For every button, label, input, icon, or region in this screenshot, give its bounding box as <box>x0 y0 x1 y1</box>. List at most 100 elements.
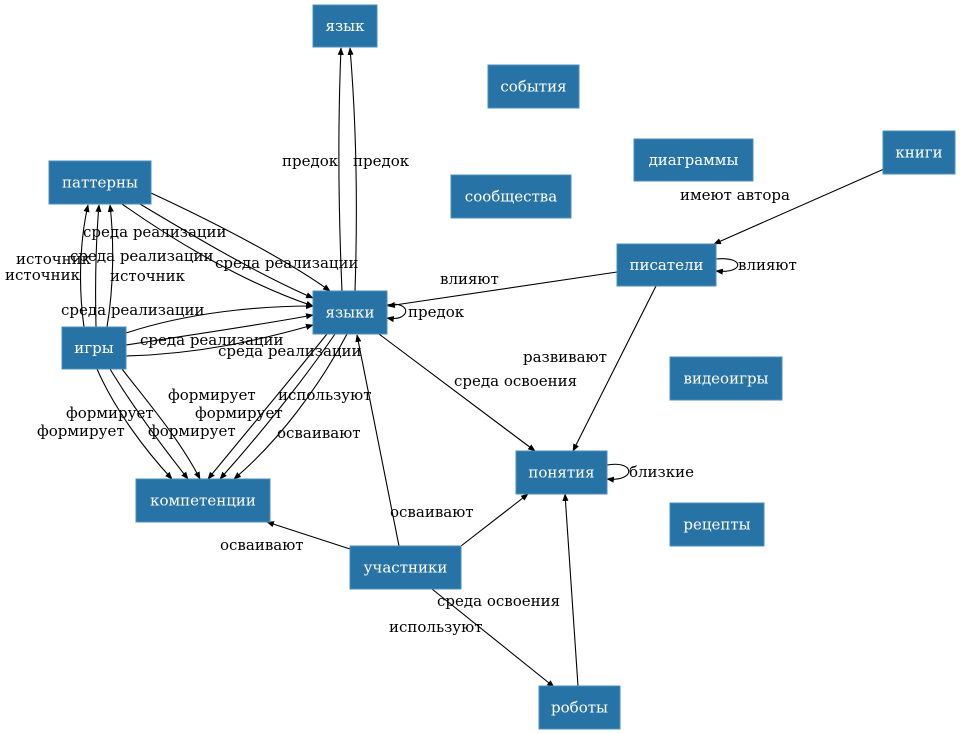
edge-label: формирует <box>66 404 154 422</box>
edge-label: среда реализации <box>70 247 214 265</box>
node-label: язык <box>326 17 366 35</box>
node-box[interactable] <box>515 450 608 495</box>
edge-igry-patterny <box>106 204 114 328</box>
node-videoigry[interactable]: видеоигры <box>669 356 783 401</box>
node-box[interactable] <box>135 478 271 523</box>
node-label: роботы <box>551 699 608 717</box>
edge-label: используют <box>278 386 372 404</box>
edge-patterny-yazyki <box>121 203 314 307</box>
node-box[interactable] <box>538 685 621 730</box>
edge-label: источник <box>110 267 186 285</box>
node-label: видеоигры <box>684 370 769 388</box>
edge-label: среда освоения <box>437 592 560 610</box>
edge-label: среда реализации <box>83 223 227 241</box>
edge-label: осваивают <box>390 503 474 521</box>
edges-layer <box>79 47 885 688</box>
edge-label: имеют автора <box>680 186 790 204</box>
edge-yazyki-kompetentsii <box>207 333 328 480</box>
edge-label: развивают <box>523 348 607 366</box>
node-box[interactable] <box>633 138 754 182</box>
edge-yazyki-yazyki <box>386 303 407 323</box>
edge-label: формирует <box>195 404 283 422</box>
node-label: сообщества <box>465 188 557 206</box>
node-patterny[interactable]: паттерны <box>48 160 152 205</box>
edge-igry-yazyki <box>125 302 314 334</box>
edge-label: предок <box>408 303 465 321</box>
edge-label: среда освоения <box>454 372 577 390</box>
node-label: языки <box>326 304 375 322</box>
node-box[interactable] <box>48 160 152 205</box>
edge-igry-yazyki <box>125 313 314 346</box>
edge-igry-kompetentsii <box>121 368 201 480</box>
edge-igry-patterny <box>79 204 90 328</box>
edge-label: среда реализации <box>140 331 284 349</box>
edge-label: предок <box>353 152 410 170</box>
edge-label: используют <box>389 618 483 636</box>
edge-yazyki-yazyk <box>337 47 344 292</box>
node-label: писатели <box>629 256 703 274</box>
node-diagrammy[interactable]: диаграммы <box>633 138 754 182</box>
node-box[interactable] <box>450 174 572 219</box>
node-label: игры <box>74 339 113 357</box>
edge-label: близкие <box>629 463 694 481</box>
node-label: рецепты <box>683 516 750 534</box>
edge-yazyki-ponyatiya <box>378 333 536 452</box>
edge-label: источник <box>16 250 92 268</box>
node-box[interactable] <box>312 290 388 335</box>
edge-pisateli-yazyki <box>387 271 618 309</box>
edge-uchastniki-yazyki <box>355 334 400 547</box>
node-label: книги <box>895 144 942 162</box>
edge-roboty-ponyatiya <box>562 493 579 687</box>
edge-ponyatiya-ponyatiya <box>606 463 630 483</box>
edge-patterny-yazyki <box>139 203 314 299</box>
edge-label: осваивают <box>220 536 304 554</box>
edge-uchastniki-roboty <box>431 588 555 688</box>
node-uchastniki[interactable]: участники <box>349 545 462 590</box>
node-yazyk[interactable]: язык <box>312 4 378 48</box>
edge-label: осваивают <box>277 424 361 442</box>
edge-patterny-yazyki <box>150 192 331 292</box>
node-box[interactable] <box>349 545 462 590</box>
edge-knigi-pisateli <box>713 168 885 245</box>
nodes-layer: язык события диаграммы книги сообщества патте… <box>48 4 956 730</box>
node-retsepty[interactable]: рецепты <box>669 502 765 547</box>
node-kompetentsii[interactable]: компетенции <box>135 478 271 523</box>
edge-igry-kompetentsii <box>109 368 189 480</box>
edge-label: среда реализации <box>215 254 359 272</box>
node-box[interactable] <box>669 502 765 547</box>
node-box[interactable] <box>61 326 127 370</box>
node-box[interactable] <box>669 356 783 401</box>
edge-igry-patterny <box>95 204 102 328</box>
node-roboty[interactable]: роботы <box>538 685 621 730</box>
node-yazyki[interactable]: языки <box>312 290 388 335</box>
node-igry[interactable]: игры <box>61 326 127 370</box>
edge-uchastniki-ponyatiya <box>460 493 529 547</box>
edge-igry-kompetentsii <box>96 368 173 480</box>
edge-pisateli-pisateli <box>715 258 739 275</box>
node-knigi[interactable]: книги <box>882 130 956 175</box>
node-box[interactable] <box>487 64 580 109</box>
node-ponyatiya[interactable]: понятия <box>515 450 608 495</box>
node-box[interactable] <box>882 130 956 175</box>
edge-label: предок <box>282 152 339 170</box>
edge-label: среда реализации <box>61 301 205 319</box>
edge-uchastniki-kompetentsii <box>266 521 351 550</box>
node-box[interactable] <box>616 243 717 287</box>
edge-label: формирует <box>168 386 256 404</box>
edge-pisateli-ponyatiya <box>572 285 657 452</box>
edge-igry-yazyki <box>125 323 314 357</box>
node-label: паттерны <box>62 174 138 192</box>
edge-yazyki-kompetentsii <box>219 333 336 480</box>
node-sobytiya[interactable]: события <box>487 64 580 109</box>
node-label: события <box>500 78 566 96</box>
edge-label: влияют <box>738 256 797 274</box>
node-pisateli[interactable]: писатели <box>616 243 717 287</box>
edge-label: источник <box>5 266 81 284</box>
node-soobshchestva[interactable]: сообщества <box>450 174 572 219</box>
edge-yazyki-kompetentsii <box>233 333 348 480</box>
node-label: понятия <box>528 464 594 482</box>
edge-yazyki-yazyk <box>347 47 357 292</box>
node-box[interactable] <box>312 4 378 48</box>
